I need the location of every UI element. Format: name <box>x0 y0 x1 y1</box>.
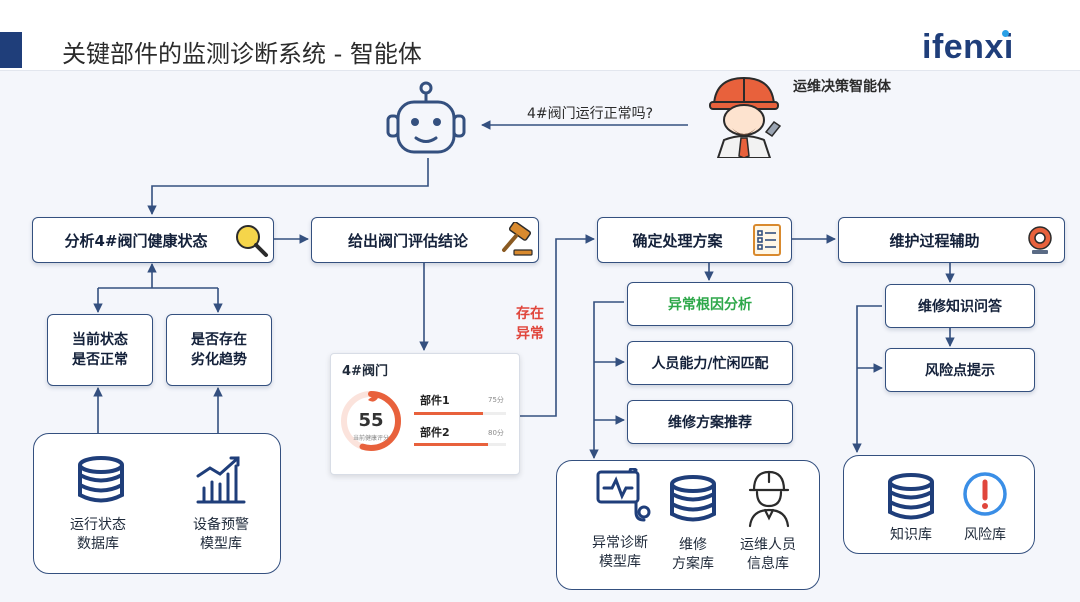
agent-question: 4#阀门运行正常吗? <box>527 106 654 122</box>
node-plan-label: 确定处理方案 <box>632 231 723 250</box>
logo-dot <box>1002 30 1009 37</box>
node-analyze-label: 分析4#阀门健康状态 <box>64 231 208 250</box>
part-1-name: 部件1 <box>420 394 450 407</box>
repair-plan-db-label: 维修 方案库 <box>672 537 714 572</box>
gavel-icon <box>502 222 533 256</box>
node-root-cause: 异常根因分析 <box>627 282 793 326</box>
plan-db-group <box>556 460 820 590</box>
webcam-icon <box>1028 226 1052 254</box>
logo-text: ifenxi <box>922 28 1014 66</box>
header-divider <box>0 70 1080 71</box>
node-conclusion: 给出阀门评估结论 <box>311 217 539 263</box>
warning-db-label: 设备预警 模型库 <box>193 517 249 552</box>
robot-icon <box>386 81 466 154</box>
node-staff-match: 人员能力/忙闲匹配 <box>627 341 793 385</box>
database-icon <box>78 456 124 503</box>
agent-label: 运维决策智能体 <box>793 79 891 95</box>
page-title: 关键部件的监测诊断系统 - 智能体 <box>62 40 422 68</box>
card-title: 4#阀门 <box>342 364 388 379</box>
magnifier-icon <box>236 225 268 257</box>
checklist-icon <box>753 224 781 256</box>
abnormal-label: 存在 异常 <box>516 306 544 342</box>
database-icon <box>670 475 716 522</box>
node-risk-hint: 风险点提示 <box>885 348 1035 392</box>
part-1-bar-fill <box>414 412 483 415</box>
part-2-name: 部件2 <box>420 426 450 439</box>
warning-icon <box>963 472 1007 516</box>
worker-icon <box>748 470 790 528</box>
database-icon <box>888 473 934 520</box>
header-accent-bar <box>0 32 22 68</box>
node-plan: 确定处理方案 <box>597 217 792 263</box>
health-score-gauge <box>341 391 401 451</box>
trend-chart-icon <box>196 456 246 504</box>
health-score-caption: 当前健康评分 <box>352 435 389 442</box>
health-score: 55 <box>358 410 384 431</box>
node-assist: 维护过程辅助 <box>838 217 1065 263</box>
node-conclusion-label: 给出阀门评估结论 <box>347 231 468 250</box>
node-analyze-health: 分析4#阀门健康状态 <box>32 217 274 263</box>
node-trend-check: 是否存在 劣化趋势 <box>166 314 272 386</box>
node-repair-recommend: 维修方案推荐 <box>627 400 793 444</box>
engineer-icon <box>709 76 782 158</box>
part-2-score: 80分 <box>488 429 504 437</box>
node-normal-check: 当前状态 是否正常 <box>47 314 153 386</box>
diag-model-db-label: 异常诊断 模型库 <box>592 535 648 570</box>
part-2-bar-fill <box>414 443 488 446</box>
knowledge-db-label: 知识库 <box>890 527 932 543</box>
part-1-score: 75分 <box>488 396 504 404</box>
staff-info-db-label: 运维人员 信息库 <box>740 537 796 572</box>
node-assist-label: 维护过程辅助 <box>889 231 980 250</box>
status-db-label: 运行状态 数据库 <box>70 517 126 552</box>
risk-db-label: 风险库 <box>964 527 1006 543</box>
stethoscope-icon <box>596 468 651 522</box>
brand-logo: ifenxi <box>922 28 1014 67</box>
node-knowledge-qa: 维修知识问答 <box>885 284 1035 328</box>
